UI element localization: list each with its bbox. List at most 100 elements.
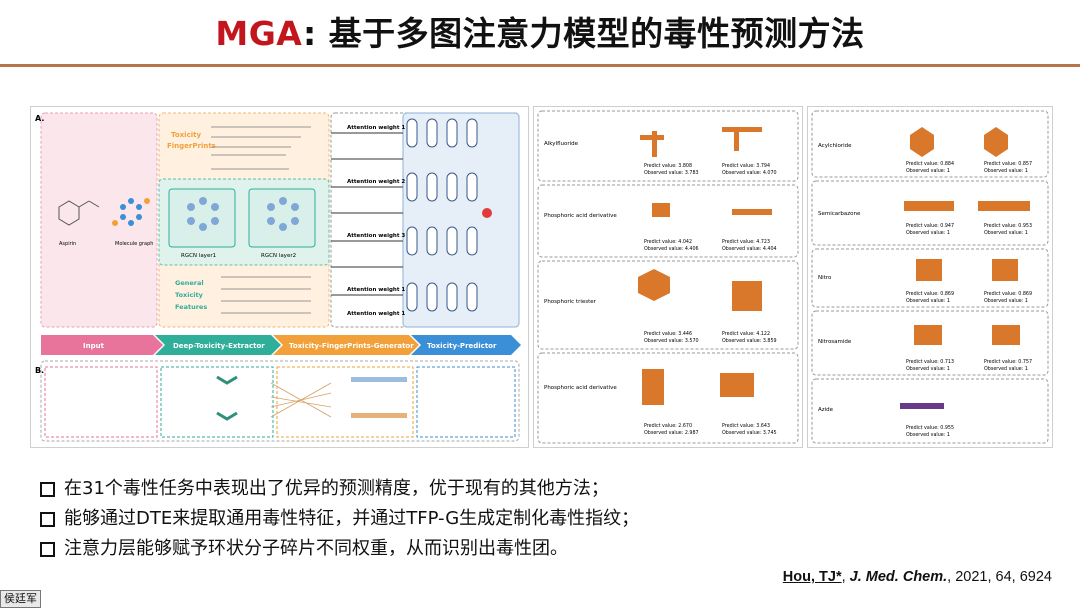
row-b0-name: Alkylfluoride (544, 141, 579, 147)
checkbox-square-icon (40, 482, 55, 497)
row-c3-pred1: Predict value: 0.713 (906, 359, 954, 365)
row-b1-name: Phosphoric acid derivative (544, 213, 617, 219)
rgcn-layer2 (248, 188, 316, 248)
panel-a-label: A. (35, 114, 44, 123)
features-label-3: Features (175, 303, 207, 311)
row-c2-name: Nitro (818, 275, 832, 281)
bullet-item: 在31个毒性任务中表现出了优异的预测精度，优于现有的其他方法； (40, 474, 940, 504)
architecture-diagram: A. Toxicity FingerPrints General Toxicit… (35, 112, 521, 442)
bullet-item: 能够通过DTE来提取通用毒性特征，并通过TFP-G生成定制化毒性指纹； (40, 504, 940, 534)
title-rule (0, 64, 1080, 67)
stage-generator-arrow (273, 335, 419, 355)
row-b0-pred2: Predict value: 3.794 (722, 163, 770, 169)
attention-label-2: Attention weight 2 (347, 179, 405, 185)
row-b3-obs2: Observed value: 3.745 (722, 430, 777, 436)
row-b2-obs1: Observed value: 3.570 (644, 338, 699, 344)
rgcn-layer2-label: RGCN layer2 (261, 253, 296, 259)
row-c1-obs1: Observed value: 1 (906, 230, 950, 236)
row-c0-name: Acylchloride (818, 143, 852, 149)
stage-extractor: Deep-Toxicity-Extractor (173, 342, 265, 350)
molecule-label-aspirin: Aspirin (59, 241, 76, 247)
molecule-label-graph: Molecule graph (115, 241, 153, 247)
row-c2-obs1: Observed value: 1 (906, 298, 950, 304)
predictor-blue-region (402, 112, 520, 328)
regression-examples: Alkylfluoride Phosphoric acid derivative… (537, 110, 799, 444)
bullet-list: 在31个毒性任务中表现出了优异的预测精度，优于现有的其他方法； 能够通过DTE来… (40, 474, 940, 564)
panel-b-label: B. (35, 366, 44, 375)
row-c2-pred2: Predict value: 0.869 (984, 291, 1032, 297)
attention-label-3: Attention weight 3 (347, 233, 405, 239)
row-c0-obs1: Observed value: 1 (906, 168, 950, 174)
row-c4-obs1: Observed value: 1 (906, 432, 950, 438)
attention-label-1: Attention weight 1 (347, 125, 405, 131)
row-b1-pred2: Predict value: 4.723 (722, 239, 770, 245)
highlight-node (482, 208, 492, 218)
rgcn-layer1-label: RGCN layer1 (181, 253, 216, 259)
row-b2-name: Phosphoric triester (544, 299, 597, 305)
slide-title: MGA: 基于多图注意力模型的毒性预测方法 (0, 14, 1080, 54)
row-b1-pred1: Predict value: 4.042 (644, 239, 692, 245)
row-b2-obs2: Observed value: 3.859 (722, 338, 777, 344)
row-c2-obs2: Observed value: 1 (984, 298, 1028, 304)
attention-label-5: Attention weight 1 (347, 311, 405, 317)
stage-extractor-arrow (155, 335, 281, 355)
row-c3-pred2: Predict value: 0.757 (984, 359, 1032, 365)
citation-authors: Hou, TJ* (782, 569, 842, 585)
row-b1-obs1: Observed value: 4.406 (644, 246, 699, 252)
attention-label-4: Attention weight 1 (347, 287, 405, 293)
row-c1-name: Semicarbazone (818, 211, 861, 217)
stage-predictor: Toxicity-Predictor (427, 342, 497, 350)
row-b1-obs2: Observed value: 4.404 (722, 246, 777, 252)
panel-b-region (40, 360, 520, 442)
regression-examples-figure: Alkylfluoride Phosphoric acid derivative… (533, 106, 803, 448)
row-b2-pred2: Predict value: 4.122 (722, 331, 770, 337)
citation-journal: J. Med. Chem. (849, 569, 948, 585)
bullet-text: 能够通过DTE来提取通用毒性特征，并通过TFP-G生成定制化毒性指纹； (64, 508, 640, 529)
row-b3-pred1: Predict value: 2.670 (644, 423, 692, 429)
citation-sep: , (841, 569, 850, 585)
row-c1-pred1: Predict value: 0.947 (906, 223, 954, 229)
stage-generator: Toxicity-FingerPrints-Generator (289, 342, 414, 350)
title-text: : 基于多图注意力模型的毒性预测方法 (302, 14, 865, 53)
bullet-text: 注意力层能够赋予环状分子碎片不同权重，从而识别出毒性团。 (64, 538, 568, 559)
row-b3-pred2: Predict value: 3.643 (722, 423, 770, 429)
row-c2-pred1: Predict value: 0.869 (906, 291, 954, 297)
citation-details: , 2021, 64, 6924 (947, 569, 1052, 585)
classification-examples-figure: Acylchloride Semicarbazone Nitro Nitrosa… (807, 106, 1053, 448)
features-label-1: General (175, 279, 204, 287)
row-b0-obs1: Observed value: 3.783 (644, 170, 699, 176)
row-c0-obs2: Observed value: 1 (984, 168, 1028, 174)
stage-predictor-arrow (411, 335, 521, 355)
checkbox-square-icon (40, 512, 55, 527)
slide-header: MGA: 基于多图注意力模型的毒性预测方法 (0, 0, 1080, 64)
row-b3-obs1: Observed value: 2.987 (644, 430, 699, 436)
row-b0-pred1: Predict value: 3.808 (644, 163, 692, 169)
checkbox-square-icon (40, 542, 55, 557)
stage-input: Input (83, 342, 105, 350)
row-c0-pred2: Predict value: 0.857 (984, 161, 1032, 167)
bullet-item: 注意力层能够赋予环状分子碎片不同权重，从而识别出毒性团。 (40, 534, 940, 564)
title-accent: MGA (215, 14, 303, 53)
classification-examples: Acylchloride Semicarbazone Nitro Nitrosa… (811, 110, 1049, 444)
row-c4-name: Azide (818, 407, 834, 413)
stage-input-arrow (41, 335, 163, 355)
fingerprints-label-2: FingerPrints (167, 142, 216, 150)
architecture-figure: A. Toxicity FingerPrints General Toxicit… (30, 106, 529, 448)
row-b3-name: Phosphoric acid derivative (544, 385, 617, 391)
row-c3-obs1: Observed value: 1 (906, 366, 950, 372)
presenter-nameplate: 侯廷军 (0, 590, 41, 608)
citation: Hou, TJ*, J. Med. Chem., 2021, 64, 6924 (783, 569, 1052, 585)
row-c4-pred1: Predict value: 0.955 (906, 425, 954, 431)
row-b0-obs2: Observed value: 4.070 (722, 170, 777, 176)
row-c3-name: Nitrosamide (818, 339, 852, 345)
row-c1-pred2: Predict value: 0.953 (984, 223, 1032, 229)
rgcn-layer1 (168, 188, 236, 248)
input-region (40, 112, 158, 328)
row-c0-pred1: Predict value: 0.884 (906, 161, 954, 167)
row-c3-obs2: Observed value: 1 (984, 366, 1028, 372)
features-label-2: Toxicity (175, 291, 204, 299)
fingerprints-label-1: Toxicity (171, 131, 201, 139)
row-c1-obs2: Observed value: 1 (984, 230, 1028, 236)
row-b2-pred1: Predict value: 3.446 (644, 331, 692, 337)
bullet-text: 在31个毒性任务中表现出了优异的预测精度，优于现有的其他方法； (64, 478, 609, 499)
